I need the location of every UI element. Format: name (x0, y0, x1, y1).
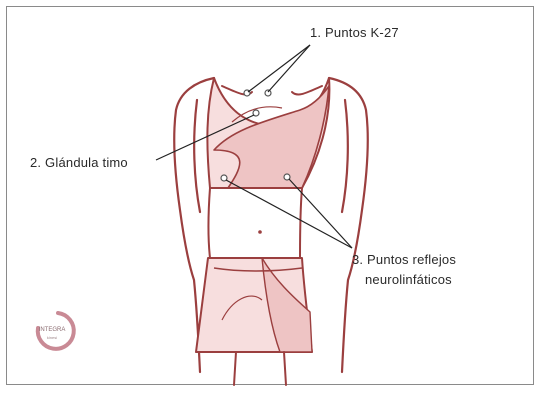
k27-point-right (265, 90, 271, 96)
midriff (209, 188, 303, 258)
label-neurolymphatic-line1: 3. Puntos reflejos (352, 252, 456, 267)
navel (258, 230, 262, 234)
label-neurolymphatic-line2: neurolinfáticos (365, 272, 452, 287)
integra-logo: INTEGRA kinesi (38, 313, 74, 349)
leader-k27-a (248, 45, 310, 92)
k27-points (244, 90, 271, 96)
label-k27-points: 1. Puntos K-27 (310, 25, 399, 40)
label-thymus-gland: 2. Glándula timo (30, 155, 128, 170)
logo-text: INTEGRA (39, 327, 66, 333)
leader-k27-b (268, 45, 310, 92)
logo-subtext: kinesi (47, 335, 57, 340)
